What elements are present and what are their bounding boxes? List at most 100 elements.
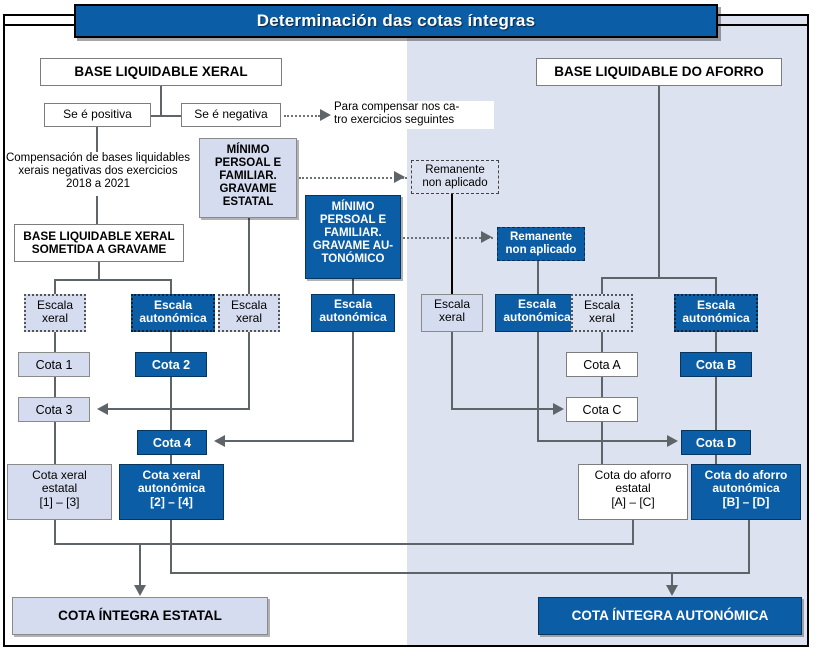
node-label-line-1: MÍNIMO	[226, 144, 270, 156]
node-minimo-persoal-familiar-autonomico: MÍNIMO PERSOAL E FAMILIAR. GRAVAME AU- T…	[305, 195, 401, 279]
node-label-line-3: [B] – [D]	[722, 494, 770, 509]
conn-escala-auto-3-down	[537, 332, 539, 441]
conn-sometida-left-drop	[54, 279, 56, 295]
node-escala-xeral-3: Escala xeral	[421, 294, 483, 332]
conn-to-cota-integra-autonomica	[671, 572, 673, 587]
node-base-liquidable-aforro: BASE LIQUIDABLE DO AFORRO	[536, 58, 782, 86]
title-right-rule	[718, 24, 807, 26]
node-label: COTA ÍNTEGRA ESTATAL	[58, 608, 222, 624]
node-base-sometida-gravame: BASE LIQUIDABLE XERAL SOMETIDA A GRAVAME	[14, 224, 184, 262]
node-label-line-1: Escala	[36, 298, 74, 312]
node-remanente-non-aplicado-autonomico: Remanente non aplicado	[497, 227, 585, 261]
node-base-liquidable-xeral: BASE LIQUIDABLE XERAL	[40, 58, 282, 86]
conn-cota-b-down	[715, 377, 717, 432]
node-label: Cota 4	[152, 435, 192, 450]
note-line-3: 2018 a 2021	[66, 177, 130, 190]
node-escala-xeral-1: Escala xeral	[24, 294, 86, 332]
page-title: Determinación das cotas íntegras	[256, 11, 536, 30]
node-label-line-2: autonómica	[503, 310, 571, 325]
conn-sometida-split	[54, 279, 172, 281]
conn-escala-xeral-3-to-cota-c	[451, 408, 555, 410]
node-label: BASE LIQUIDABLE DO AFORRO	[554, 64, 764, 80]
diagram-title-bar: Determinación das cotas íntegras	[74, 4, 718, 38]
node-escala-autonomica-2: Escala autonómica	[311, 294, 395, 332]
node-label-line-2: SOMETIDA A GRAVAME	[31, 242, 167, 257]
node-label-line-2: autonómica	[682, 311, 750, 326]
note-para-compensar: Para compensar nos ca- tro exercicios se…	[334, 101, 494, 129]
conn-cafa-up	[748, 520, 750, 574]
conn-cxe-down	[54, 520, 56, 544]
title-left-rule	[5, 24, 75, 26]
arrow-into-cota-d	[667, 435, 678, 447]
arrow-negativa-right	[320, 109, 331, 121]
node-remanente-non-aplicado-estatal: Remanente non aplicado	[411, 160, 499, 194]
node-label-line-2: xeral	[235, 311, 262, 326]
arrow-into-cota-integra-estatal	[134, 585, 146, 596]
note-line-2: xerais negativas dos exercicios	[18, 164, 178, 177]
node-label-line-2: autonómica	[137, 481, 206, 496]
node-label: Se é positiva	[63, 107, 132, 122]
node-cota-b: Cota B	[680, 352, 752, 377]
node-escala-autonomica-3: Escala autonómica	[495, 294, 579, 332]
node-cota-xeral-autonomica: Cota xeral autonómica [2] – [4]	[119, 464, 224, 520]
conn-blx-split	[101, 115, 221, 117]
conn-bla-right-drop	[715, 277, 717, 294]
node-label-line-2: autonómica	[139, 311, 207, 326]
node-label-line-5: ESTATAL	[222, 195, 274, 208]
conn-sometida-down	[98, 262, 100, 280]
node-label-line-1: Escala	[230, 298, 268, 312]
conn-escala-xeral-2-down	[248, 332, 250, 409]
conn-cota2-down	[170, 377, 172, 432]
note-line-1: Para compensar nos ca-	[334, 101, 460, 113]
arrow-into-cota-4	[214, 435, 225, 447]
conn-remanente-estatal-down	[451, 194, 453, 294]
node-label-line-4: GRAVAME	[219, 182, 277, 195]
node-label-line-3: [A] – [C]	[611, 494, 655, 509]
note-line-2: tro exercicios seguintes	[334, 113, 455, 126]
node-cota-d: Cota D	[681, 430, 751, 455]
conn-negativa-dotted	[284, 115, 320, 117]
node-label: BASE LIQUIDABLE XERAL	[74, 64, 248, 80]
conn-escala-xeral-1-down	[54, 332, 56, 352]
node-label: Cota 2	[151, 357, 191, 372]
conn-escala-xeral-2-to-cota3	[108, 408, 250, 410]
arrow-minimo-autonomico-right	[481, 231, 492, 243]
node-label-line-1: Escala	[333, 297, 373, 311]
conn-estatal-bus	[54, 543, 634, 545]
node-cota-1: Cota 1	[18, 352, 90, 377]
node-se-positiva: Se é positiva	[44, 103, 151, 127]
node-label-line-2: PERSOAL E	[319, 213, 387, 226]
conn-minimo-autonomico-dotted	[403, 237, 493, 239]
conn-escala-auto-4-down	[715, 332, 717, 352]
node-label-line-2: xeral	[588, 311, 615, 326]
node-escala-xeral-4: Escala xeral	[571, 294, 633, 332]
conn-cota4-down	[170, 455, 172, 464]
node-label: COTA ÍNTEGRA AUTONÓMICA	[571, 608, 769, 624]
conn-cota3-down	[54, 422, 56, 464]
conn-minimo-autonomico-to-escala	[352, 279, 354, 294]
arrow-into-cota-integra-autonomica	[666, 585, 678, 596]
node-cota-2: Cota 2	[135, 352, 207, 377]
node-cota-c: Cota C	[566, 397, 638, 422]
node-label: Cota 1	[35, 357, 73, 372]
conn-positiva-down	[96, 127, 98, 152]
node-label-line-2: estatal	[41, 481, 78, 496]
node-label-line-1: Remanente	[425, 164, 485, 176]
node-label-line-2: autonómica	[319, 310, 387, 325]
node-label: Cota A	[583, 357, 621, 372]
node-label-line-1: Escala	[517, 297, 557, 311]
node-label-line-1: Escala	[433, 297, 471, 311]
conn-compensacion-down	[96, 196, 98, 224]
node-label-line-1: Cota xeral	[142, 468, 201, 482]
node-label-line-3: [1] – [3]	[39, 494, 80, 509]
node-label-line-1: Remanente	[510, 231, 572, 243]
node-cota-integra-autonomica: COTA ÍNTEGRA AUTONÓMICA	[538, 597, 802, 635]
node-cota-xeral-estatal: Cota xeral estatal [1] – [3]	[7, 464, 112, 520]
conn-escala-auto-3-to-cota-d	[537, 440, 669, 442]
node-label: Cota B	[695, 357, 737, 372]
conn-cota-a-down	[601, 377, 603, 397]
note-line-1: Compensación de bases liquidables	[5, 152, 191, 164]
arrow-into-cota-c	[553, 403, 564, 415]
node-cota-4: Cota 4	[137, 430, 207, 455]
